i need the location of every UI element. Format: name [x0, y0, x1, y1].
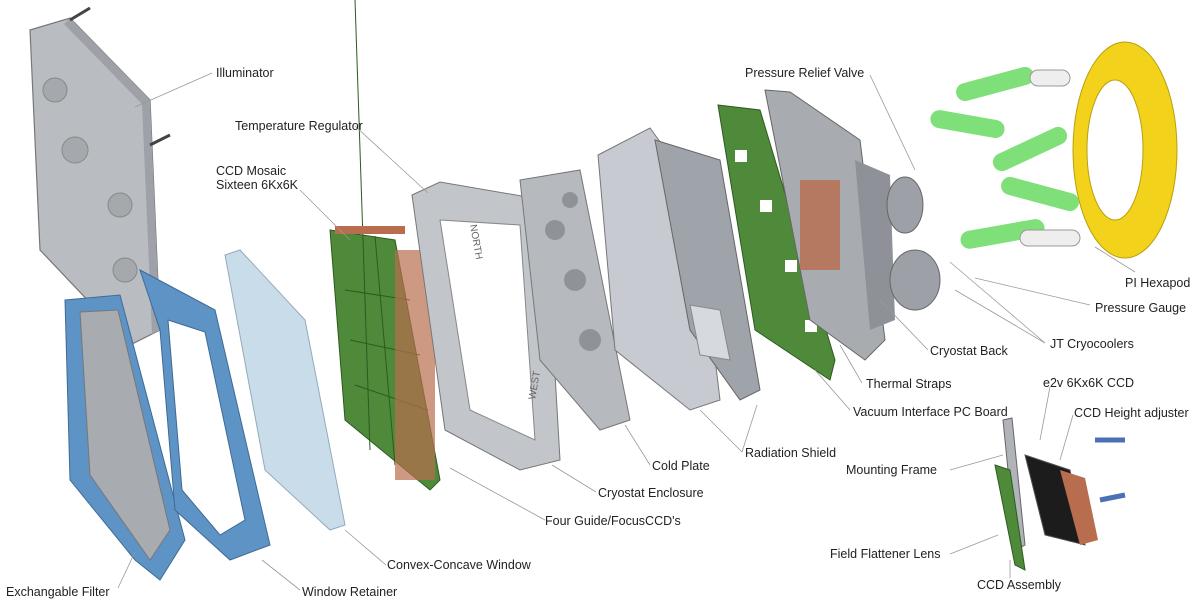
- label-temperature-regulator: Temperature Regulator: [235, 119, 363, 133]
- leader-lines: [117, 72, 1136, 591]
- label-illuminator: Illuminator: [216, 66, 274, 80]
- label-ccd-height-adjuster: CCD Height adjuster: [1074, 406, 1189, 420]
- cryostat-enclosure-part: NORTH WEST: [411, 181, 561, 471]
- label-cold-plate: Cold Plate: [652, 459, 710, 473]
- pi-hexapod-part: [930, 41, 1178, 259]
- exchangable-filter-part: [64, 294, 186, 581]
- label-pi-hexapod: PI Hexapod: [1125, 276, 1191, 290]
- label-window-retainer: Window Retainer: [302, 585, 398, 599]
- label-jt-cryocoolers: JT Cryocoolers: [1050, 337, 1134, 351]
- illuminator-part: [29, 6, 201, 346]
- label-mounting-frame: Mounting Frame: [846, 463, 938, 477]
- label-cryostat-back: Cryostat Back: [930, 344, 1008, 358]
- label-ccd-mosaic: CCD Mosaic Sixteen 6Kx6K: [216, 164, 298, 192]
- label-four-guide-focus-ccds: Four Guide/FocusCCD's: [545, 514, 681, 528]
- label-vacuum-interface-pc-board: Vacuum Interface PC Board: [853, 405, 1008, 419]
- pc-board-part: [717, 104, 836, 381]
- label-exchangable-filter: Exchangable Filter: [6, 585, 110, 599]
- label-pressure-relief-valve: Pressure Relief Valve: [745, 66, 865, 80]
- label-ccd-assembly: CCD Assembly: [977, 578, 1062, 592]
- label-e2v-ccd: e2v 6Kx6K CCD: [1043, 376, 1135, 390]
- label-thermal-straps: Thermal Straps: [866, 377, 952, 391]
- radiation-shield-part: [597, 127, 761, 411]
- label-convex-concave-window: Convex-Concave Window: [387, 558, 531, 572]
- label-cryostat-enclosure: Cryostat Enclosure: [598, 486, 704, 500]
- window-part: [224, 249, 346, 531]
- label-field-flattener-lens: Field Flattener Lens: [830, 547, 941, 561]
- cryostat-back-part: [764, 89, 941, 361]
- ccd-assembly-part: [994, 417, 1126, 571]
- cold-plate-part: [519, 169, 631, 431]
- label-radiation-shield: Radiation Shield: [745, 446, 837, 460]
- label-pressure-gauge: Pressure Gauge: [1095, 301, 1187, 315]
- west-engraving: WEST: [527, 370, 543, 400]
- window-retainer-part: [139, 268, 271, 561]
- ccd-mosaic-part: [329, 0, 441, 491]
